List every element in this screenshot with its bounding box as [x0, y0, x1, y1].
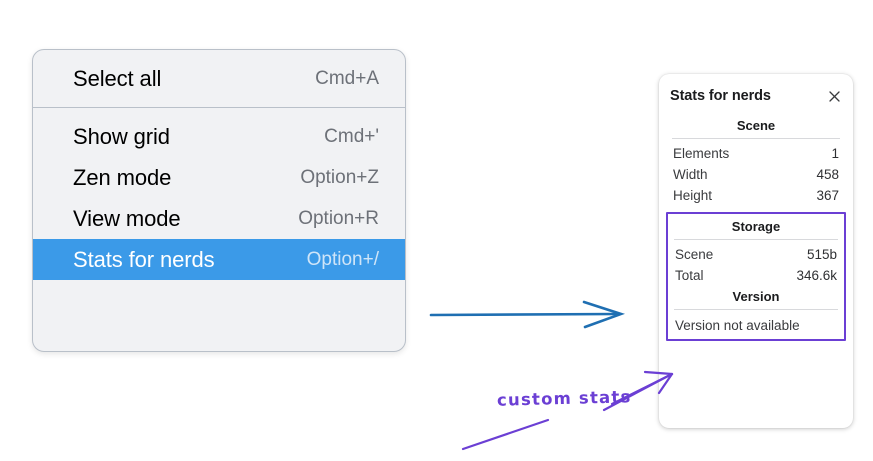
menu-item-label: Show grid [73, 123, 170, 149]
section-heading: Scene [736, 118, 776, 133]
menu-item-shortcut: Option+Z [300, 166, 379, 188]
menu-item-label: Select all [73, 65, 162, 91]
menu-item-view-mode[interactable]: View mode Option+R [33, 198, 405, 239]
menu-item-shortcut: Option+R [298, 207, 379, 229]
version-value: Version not available [675, 318, 800, 333]
stat-value: 367 [816, 188, 839, 203]
menu-item-select-all[interactable]: Select all Cmd+A [33, 58, 405, 99]
flow-arrow-icon [429, 300, 626, 329]
stat-row: Elements 1 [670, 143, 842, 164]
stat-row: Scene 515b [672, 244, 840, 265]
stats-section-version: Version Version not available [672, 286, 840, 335]
stats-section-storage: Storage Scene 515b Total 346.6k [672, 216, 840, 286]
stat-label: Scene [675, 247, 714, 262]
stat-label: Total [675, 268, 704, 283]
stat-value: 1 [831, 146, 839, 161]
stat-label: Elements [673, 146, 730, 161]
stats-section-scene: Scene Elements 1 Width 458 Height 367 [670, 115, 842, 206]
menu-item-label: Stats for nerds [73, 246, 215, 272]
canvas-context-menu[interactable]: Select all Cmd+A Show grid Cmd+' Zen mod… [32, 49, 406, 352]
section-heading: Version [732, 289, 780, 304]
stat-row: Height 367 [670, 185, 842, 206]
menu-item-label: Zen mode [73, 164, 172, 190]
menu-item-stats-for-nerds[interactable]: Stats for nerds Option+/ [33, 239, 405, 280]
stat-value: 458 [816, 167, 839, 182]
menu-item-shortcut: Option+/ [306, 248, 379, 270]
section-heading: Storage [731, 219, 781, 234]
menu-item-shortcut: Cmd+A [315, 67, 379, 89]
stat-value: 515b [806, 247, 837, 262]
close-icon[interactable] [827, 89, 842, 104]
menu-item-shortcut: Cmd+' [324, 125, 379, 147]
stats-panel-title: Stats for nerds [670, 88, 771, 104]
stat-row: Width 458 [670, 164, 842, 185]
menu-group-2: Show grid Cmd+' Zen mode Option+Z View m… [33, 107, 405, 288]
menu-group-1: Select all Cmd+A [33, 50, 405, 107]
callout-underline [461, 418, 550, 451]
stat-label: Width [673, 167, 708, 182]
stats-for-nerds-panel: Stats for nerds Scene Elements 1 Width 4… [659, 74, 853, 428]
custom-stats-highlight-box: Storage Scene 515b Total 346.6k Version … [666, 212, 846, 341]
menu-item-label: View mode [73, 205, 181, 231]
stat-row: Total 346.6k [672, 265, 840, 286]
stats-panel-header: Stats for nerds [670, 88, 842, 104]
menu-item-zen-mode[interactable]: Zen mode Option+Z [33, 157, 405, 198]
stat-label: Height [673, 188, 713, 203]
stat-value: 346.6k [796, 268, 837, 283]
section-divider [672, 138, 840, 139]
section-divider [674, 309, 838, 310]
callout-text: custom stats [496, 387, 632, 410]
section-divider [674, 239, 838, 240]
menu-item-show-grid[interactable]: Show grid Cmd+' [33, 116, 405, 157]
